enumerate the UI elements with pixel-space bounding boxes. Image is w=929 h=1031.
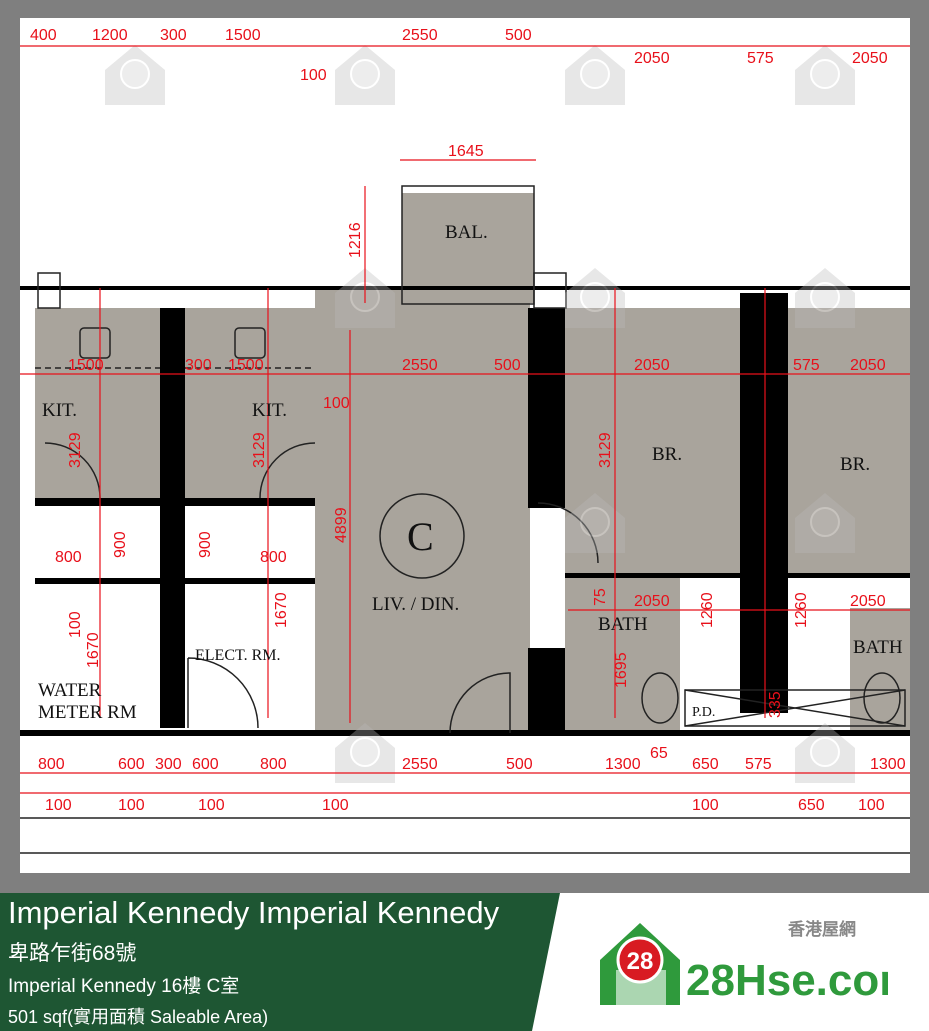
room-water-meter-2: METER RM: [38, 702, 137, 723]
dimension-label: 900: [112, 531, 129, 558]
floor-plan-drawing: BAL. KIT. KIT. LIV. / DIN. C BR. BR. BAT…: [20, 27, 910, 854]
dimension-label: 3129: [251, 432, 268, 468]
room-pd: P.D.: [692, 705, 715, 720]
watermark-icon: [564, 44, 626, 106]
dimension-label: 800: [260, 549, 287, 566]
white-rooms: [38, 584, 313, 728]
unit-label: C: [407, 514, 434, 559]
dimension-label: 335: [767, 691, 784, 718]
dimension-label: 100: [300, 67, 327, 84]
28hse-logo: 28 28Hse.com 香港屋網: [598, 915, 918, 1010]
dimension-label: 600: [118, 756, 145, 773]
dimension-label: 1300: [870, 756, 906, 773]
dimension-label: 1500: [228, 357, 264, 374]
watermark-icon: [794, 267, 856, 329]
building-title: Imperial Kennedy Imperial Kennedy: [8, 895, 500, 930]
dimension-label: 4899: [333, 507, 350, 543]
room-fills: [35, 193, 910, 734]
logo-chinese: 香港屋網: [788, 919, 856, 940]
dimension-label: 1260: [793, 592, 810, 628]
caption-panel: Imperial Kennedy Imperial Kennedy 卑路乍街68…: [0, 893, 560, 1031]
logo-brand: 28Hse.com: [686, 956, 888, 1005]
room-balcony: BAL.: [445, 222, 488, 243]
dimension-label: 3129: [597, 432, 614, 468]
dimension-label: 2050: [850, 357, 886, 374]
dimension-label: 2550: [402, 357, 438, 374]
room-bedroom-right: BR.: [840, 454, 870, 475]
dimension-label: 500: [494, 357, 521, 374]
dimension-label: 1500: [68, 357, 104, 374]
dimension-label: 650: [798, 797, 825, 814]
dimension-label: 3129: [67, 432, 84, 468]
dimension-label: 575: [793, 357, 820, 374]
saleable-area: 501 sqf(實用面積 Saleable Area): [8, 1007, 269, 1027]
room-elect: ELECT. RM.: [195, 647, 280, 664]
dimension-label: 1670: [85, 632, 102, 668]
caption-banner: Imperial Kennedy Imperial Kennedy 卑路乍街68…: [0, 893, 929, 1031]
dimension-label: 2050: [634, 357, 670, 374]
dimension-label: 2550: [402, 756, 438, 773]
room-labels: BAL. KIT. KIT. LIV. / DIN. C BR. BR. BAT…: [38, 222, 903, 723]
dimension-label: 100: [198, 797, 225, 814]
watermark-icon: [794, 44, 856, 106]
dimension-label: 1260: [699, 592, 716, 628]
dimension-label: 2050: [634, 593, 670, 610]
room-water-meter-1: WATER: [38, 680, 102, 701]
room-bath-right: BATH: [853, 637, 903, 658]
dimension-label: 2050: [852, 50, 888, 67]
unit-info: Imperial Kennedy 16樓 C室: [8, 976, 240, 997]
room-bath: BATH: [598, 614, 648, 635]
dimension-label: 400: [30, 27, 57, 44]
dimension-label: 100: [323, 395, 350, 412]
dimension-lines: [20, 45, 910, 794]
room-kitchen-left: KIT.: [42, 400, 77, 421]
dimension-label: 575: [747, 50, 774, 67]
dimension-label: 100: [692, 797, 719, 814]
dimension-label: 800: [38, 756, 65, 773]
dimension-label: 300: [155, 756, 182, 773]
dimension-label: 300: [160, 27, 187, 44]
dimension-label: 600: [192, 756, 219, 773]
watermark-icon: [334, 44, 396, 106]
house-logo-icon: 28 28Hse.com 香港屋網: [600, 919, 918, 1005]
dimension-label: 100: [67, 611, 84, 638]
dimension-label: 1645: [448, 143, 484, 160]
dimension-label: 500: [505, 27, 532, 44]
dimension-label: 650: [692, 756, 719, 773]
dimension-label: 1500: [225, 27, 261, 44]
floor-plan: BAL. KIT. KIT. LIV. / DIN. C BR. BR. BAT…: [20, 18, 910, 873]
dimension-label: 1300: [605, 756, 641, 773]
dimension-labels: 400 1200 300 1500 2550 500 2050 575 2050…: [30, 27, 906, 814]
dimension-label: 1200: [92, 27, 128, 44]
walls: [20, 286, 910, 736]
dimension-label: 300: [185, 357, 212, 374]
dimension-label: 1216: [347, 222, 364, 258]
dimension-label: 1695: [613, 652, 630, 688]
dimension-label: 2550: [402, 27, 438, 44]
dimension-label: 575: [745, 756, 772, 773]
dimension-label: 500: [506, 756, 533, 773]
dimension-label: 65: [650, 745, 668, 762]
dimension-label: 75: [592, 588, 609, 606]
dimension-label: 900: [197, 531, 214, 558]
dimension-label: 100: [45, 797, 72, 814]
logo-badge: 28: [627, 948, 654, 975]
room-kitchen: KIT.: [252, 400, 287, 421]
address: 卑路乍街68號: [8, 942, 137, 965]
dimension-label: 2050: [634, 50, 670, 67]
watermark-icon: [104, 44, 166, 106]
dimension-label: 100: [118, 797, 145, 814]
dimension-label: 800: [55, 549, 82, 566]
dimension-label: 100: [322, 797, 349, 814]
room-bedroom: BR.: [652, 444, 682, 465]
dimension-label: 800: [260, 756, 287, 773]
dimension-label: 2050: [850, 593, 886, 610]
dimension-label: 100: [858, 797, 885, 814]
dimension-label: 1670: [273, 592, 290, 628]
watermark-icon: [564, 267, 626, 329]
room-living-dining: LIV. / DIN.: [372, 594, 459, 615]
plan-lines: [20, 185, 910, 854]
